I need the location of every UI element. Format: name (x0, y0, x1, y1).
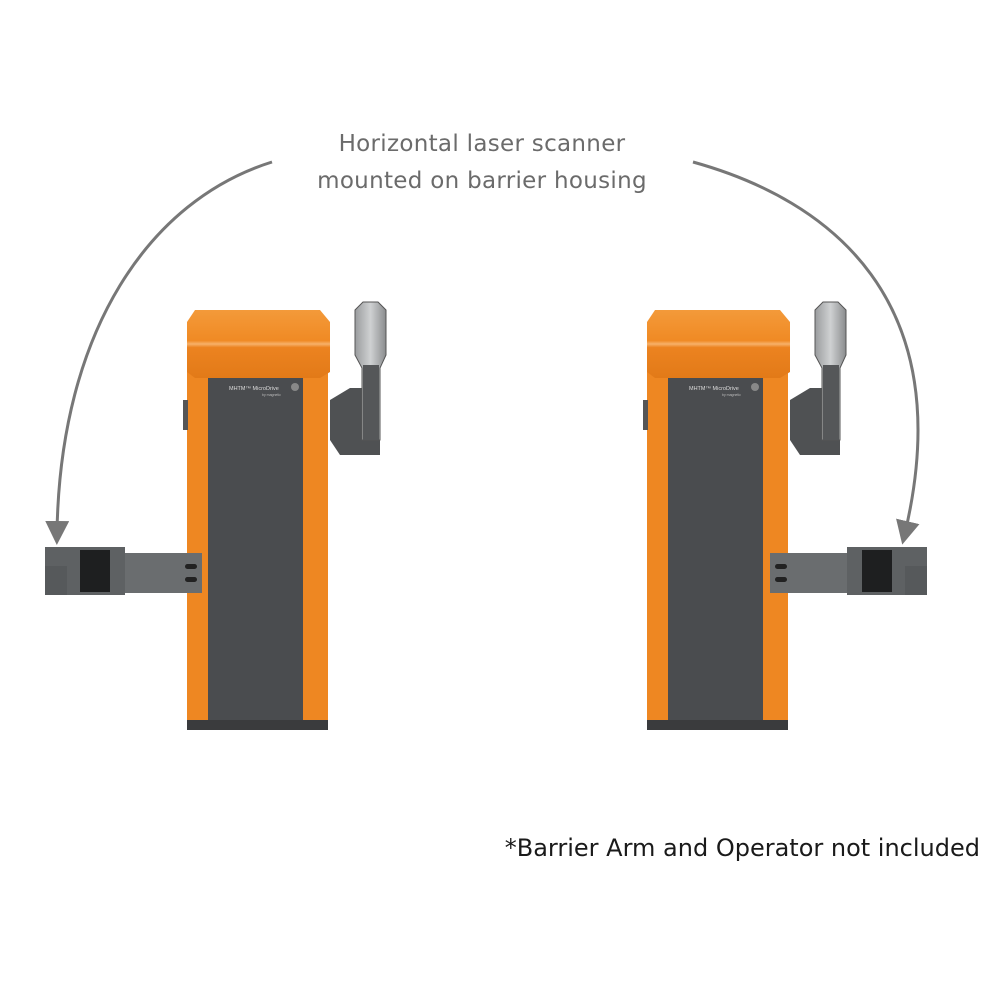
caption-line-1: Horizontal laser scanner (338, 131, 626, 157)
footnote: *Barrier Arm and Operator not included (504, 834, 980, 862)
product-label-right: MHTM™ MicroDrive (689, 386, 739, 392)
caption-line-2: mounted on barrier housing (317, 168, 647, 194)
product-sublabel-left: by magnetic (262, 393, 281, 397)
product-label-left: MHTM™ MicroDrive (229, 386, 279, 392)
arrow-left (45, 160, 273, 545)
product-sublabel-right: by magnetic (722, 393, 741, 397)
barrier-left (182, 301, 387, 731)
barrier-right (642, 301, 847, 731)
caption: Horizontal laser scanner mounted on barr… (232, 126, 732, 200)
laser-scanner-right (770, 547, 927, 595)
arrow-right (692, 160, 920, 545)
laser-scanner-left (45, 547, 202, 595)
